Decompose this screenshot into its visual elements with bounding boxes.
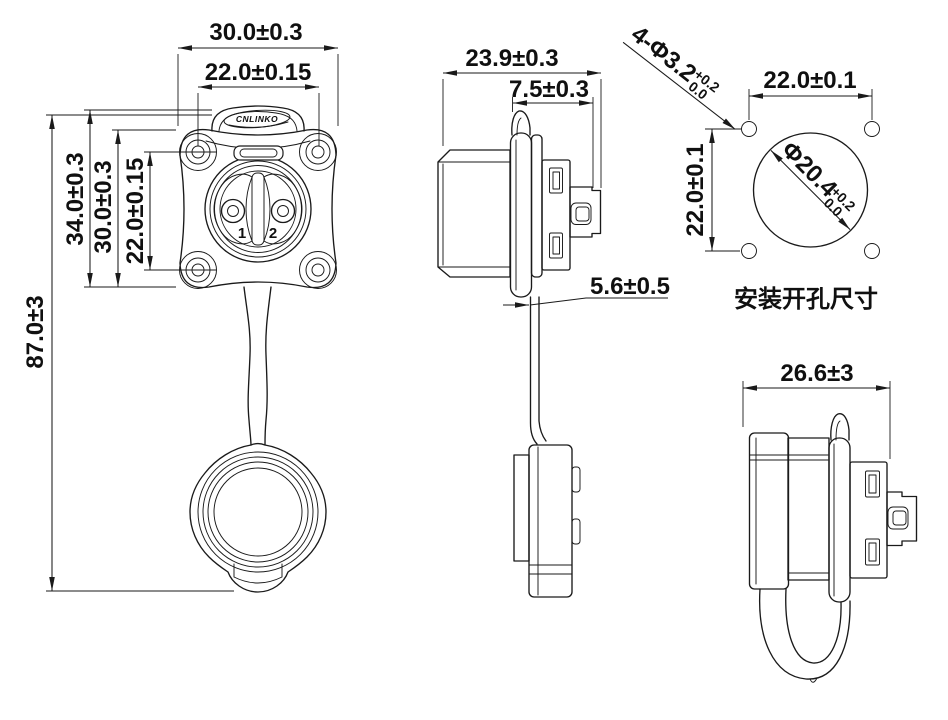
dim-capped-width-label: 26.6±3 [780,360,853,387]
dim-front-depth: 7.5±0.3 [509,76,594,188]
dim-flange-height: 30.0±0.3 [90,129,176,287]
dim-panel-offset: 5.6±0.5 [503,273,670,308]
dim-hole-pitch-label: 22.0±0.15 [122,158,149,265]
cap-front-block [748,432,829,590]
dim-pitch-horizontal: 22.0±0.1 [748,67,873,120]
pin-contacts [220,198,296,224]
dim-top-width: 30.0±0.3 [177,19,339,126]
pin-cavities [213,172,303,246]
dim-overall-height: 87.0±3 [22,114,234,592]
logo-text: CNLINKO [236,114,278,124]
dim-depth: 23.9±0.3 [442,45,602,188]
latch [233,145,284,161]
dust-cap-tab [233,563,283,584]
dim-overall-height-label: 87.0±3 [22,295,49,368]
dust-cap [189,442,327,593]
mounting-hole-top-left [741,121,757,137]
logo-dome [211,105,305,132]
dim-body-height-label: 34.0±0.3 [62,152,89,245]
dim-top-inner-label: 22.0±0.15 [205,59,312,86]
dim-top-width-label: 30.0±0.3 [209,19,302,46]
lanyard-strap-side [529,296,547,445]
rear-terminal [569,186,602,238]
mounting-pattern-caption: 安装开孔尺寸 [734,285,878,313]
dust-cap-outline [189,442,327,593]
dim-panel-offset-label: 5.6±0.5 [590,273,670,300]
dim-pitch-horizontal-label: 22.0±0.1 [763,67,856,94]
dim-top-inner-width: 22.0±0.15 [197,59,320,146]
mounting-hole-bottom-left [741,243,757,259]
rear-terminal-capped [886,491,918,547]
dim-pitch-vertical: 22.0±0.1 [682,128,741,252]
latch-lever-capped [830,413,850,441]
pin-1-label: 1 [238,225,246,242]
pin-2-label: 2 [269,225,277,242]
dim-body-height: 34.0±0.3 [62,109,212,288]
dust-cap-side [513,444,581,598]
dim-hole-pitch-vertical: 22.0±0.15 [122,151,216,271]
dim-pitch-vertical-label: 22.0±0.1 [682,143,709,236]
lanyard-strap [243,286,272,446]
mounting-hole-top-right [864,121,880,137]
dim-flange-height-label: 30.0±0.3 [90,160,117,253]
logo-swoosh [228,121,289,128]
dim-depth-label: 23.9±0.3 [465,45,558,72]
dim-front-depth-label: 7.5±0.3 [509,76,589,103]
latch-lever-side [511,110,531,136]
dim-capped-width: 26.6±3 [742,360,891,459]
panel-bore [752,132,869,248]
capped-side-view: 26.6±3 [742,360,918,683]
front-view-dimensions: 30.0±0.3 22.0±0.15 87.0±3 34.0±0.3 30.0±… [22,19,339,592]
lanyard-loop [758,588,851,683]
mounting-hole-bottom-right [864,243,880,259]
side-view: 23.9±0.3 7.5±0.3 5.6±0.5 [437,45,670,598]
